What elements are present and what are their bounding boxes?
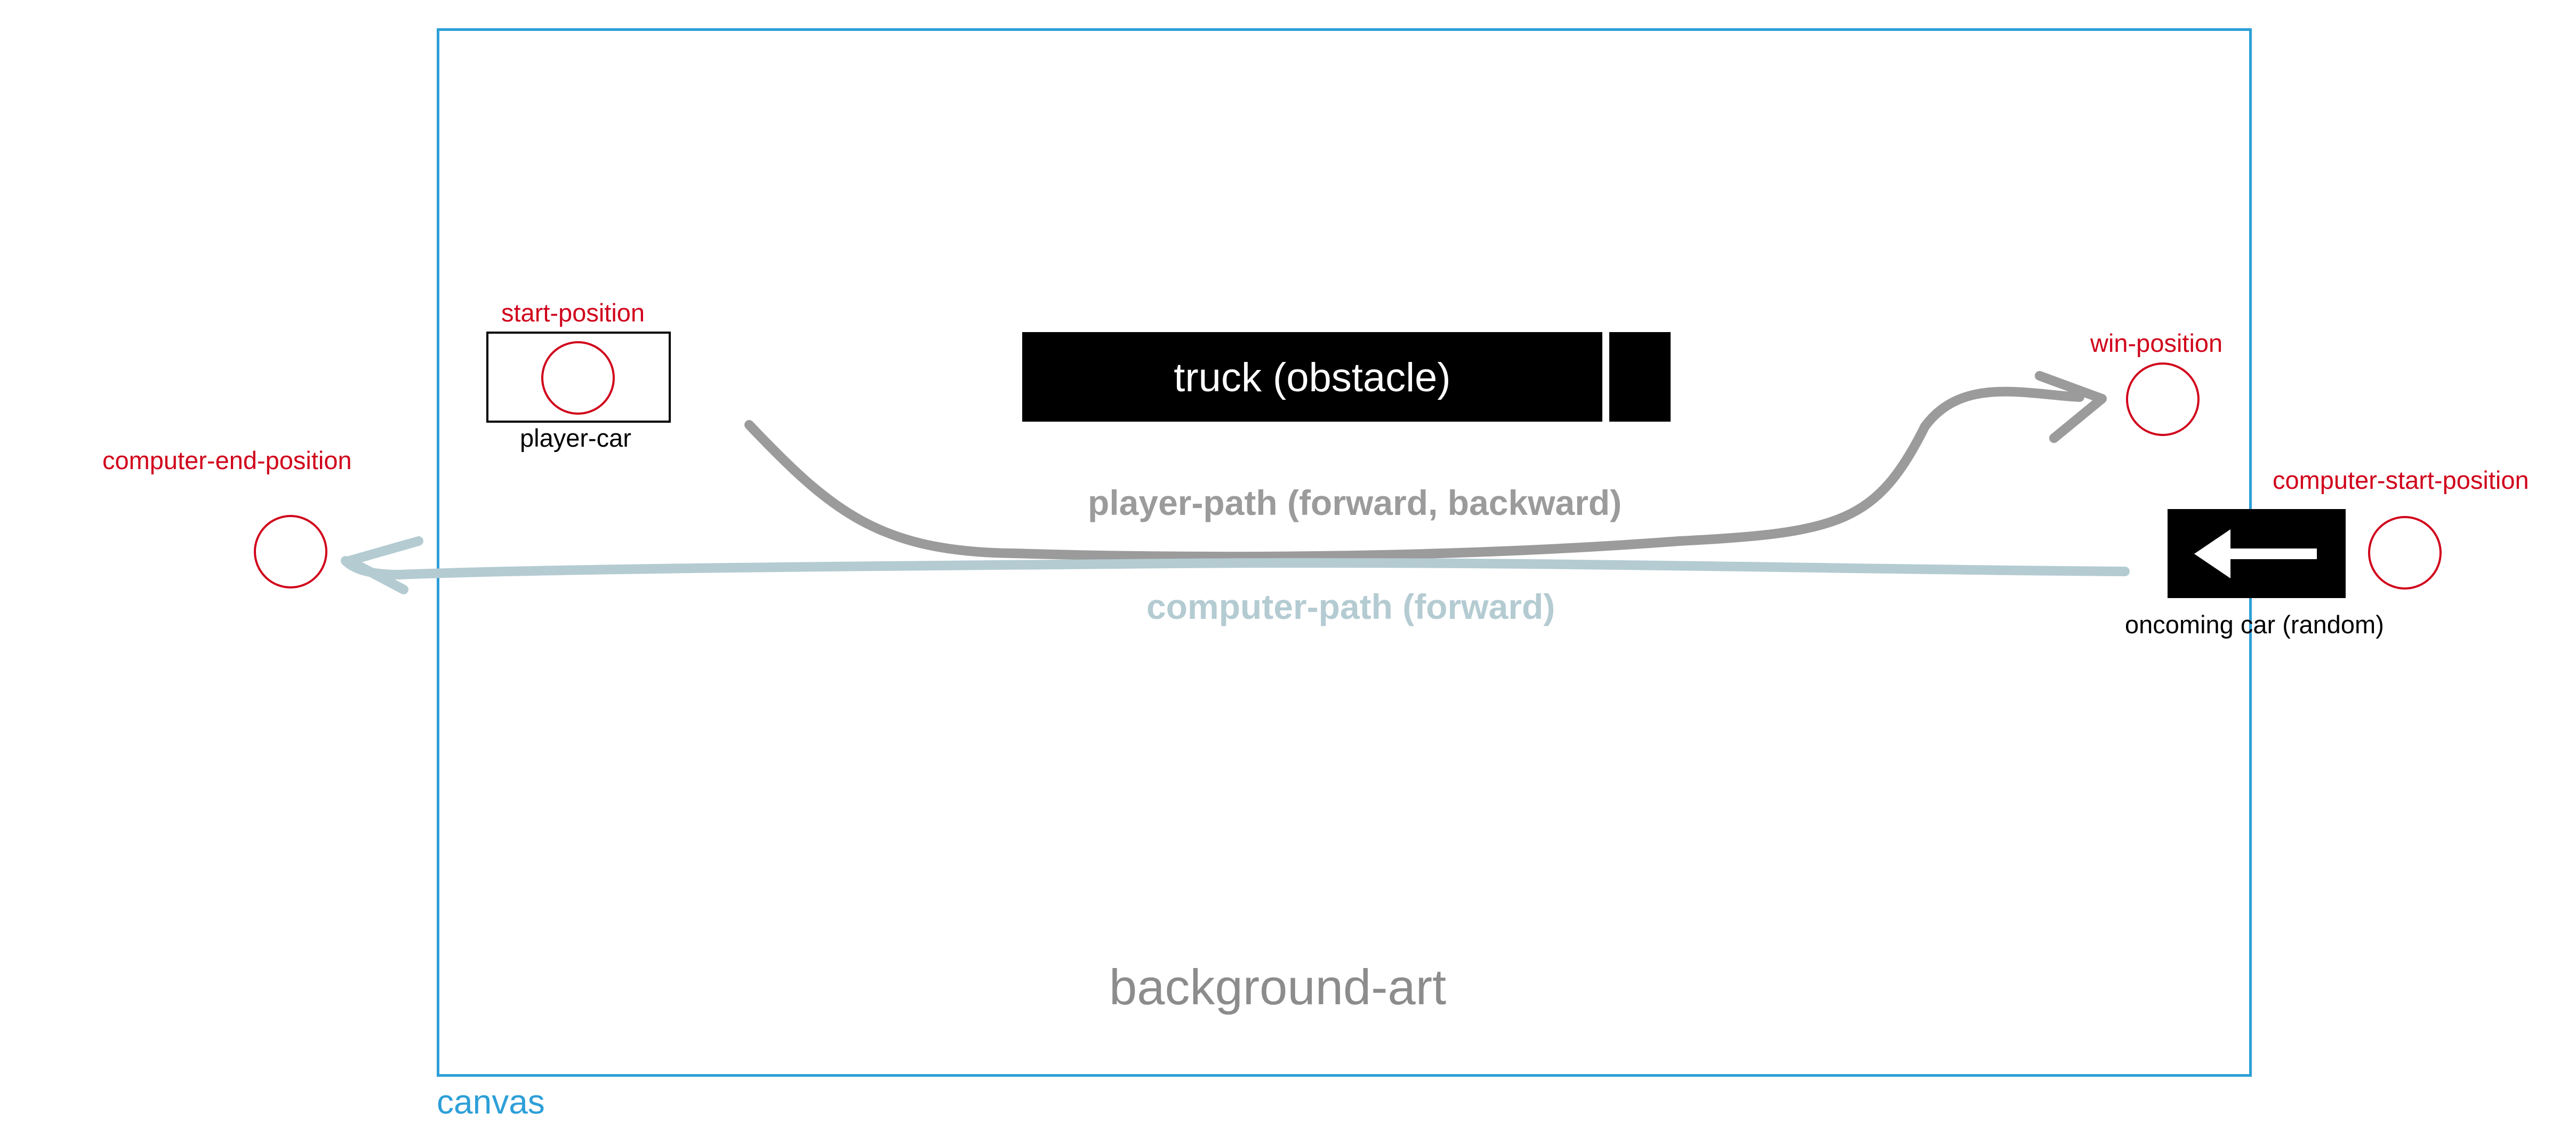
player-car [486, 332, 671, 423]
player-car-label: player-car [520, 424, 631, 452]
computer-start-position-marker [2368, 516, 2442, 590]
computer-path-arrowhead [344, 536, 423, 594]
truck-label: truck (obstacle) [1174, 355, 1451, 400]
player-path [744, 386, 2084, 562]
background-art-label: background-art [1109, 959, 1447, 1015]
canvas-label: canvas [437, 1083, 545, 1121]
computer-start-position-label: computer-start-position [2273, 466, 2529, 494]
oncoming-car [2168, 509, 2346, 598]
computer-end-position-marker [254, 515, 327, 588]
truck-body [1022, 332, 1602, 422]
computer-path [341, 556, 2130, 579]
arrow-left-icon [2194, 529, 2317, 578]
truck-cab [1609, 332, 1671, 422]
player-path-label: player-path (forward, backward) [1088, 483, 1622, 522]
start-position-label: start-position [501, 299, 645, 327]
oncoming-car-label: oncoming car (random) [2125, 610, 2384, 639]
computer-end-position-label: computer-end-position [102, 446, 352, 474]
computer-path-label: computer-path (forward) [1146, 587, 1555, 626]
start-position-marker [541, 341, 615, 415]
win-position-label: win-position [2090, 329, 2223, 357]
win-position-marker [2126, 362, 2200, 436]
player-path-arrowhead [2035, 371, 2107, 443]
